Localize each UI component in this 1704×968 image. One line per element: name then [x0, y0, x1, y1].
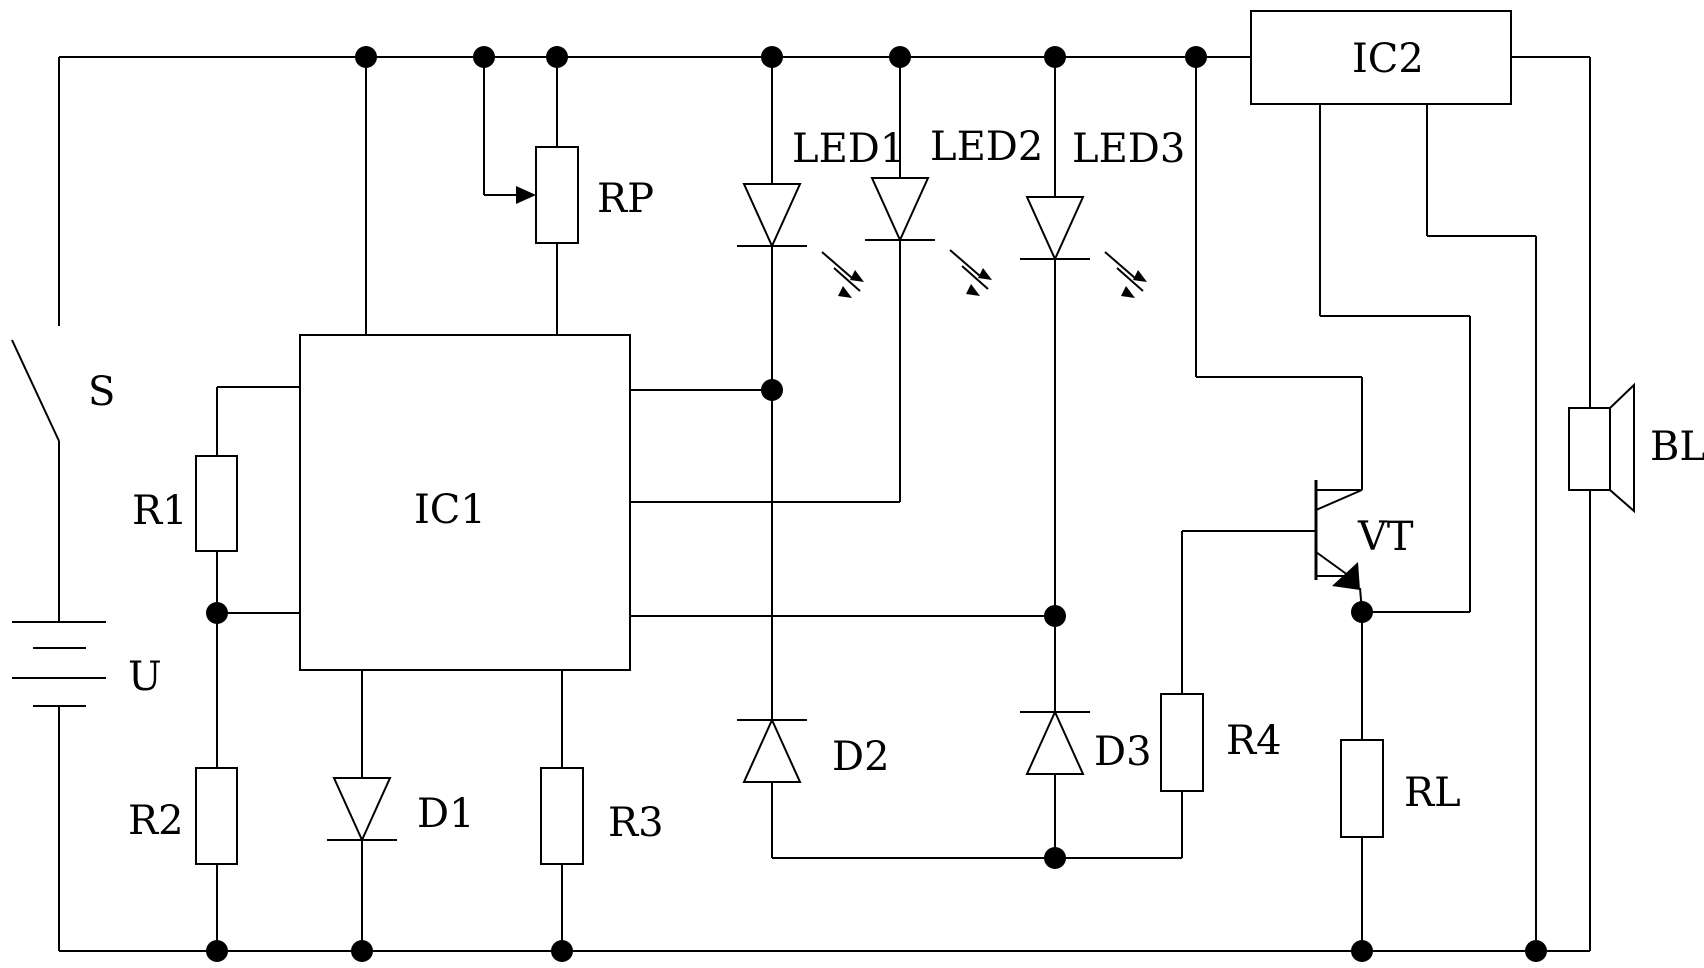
wiper-arrow-icon	[516, 186, 536, 204]
ic1: IC1	[299, 334, 631, 671]
resistor-r4: R4	[1160, 693, 1282, 792]
led2-label: LED2	[930, 124, 1043, 170]
resistor-r2: R2	[128, 767, 238, 865]
led-led2: LED2	[865, 124, 1043, 296]
r1-label: R1	[132, 488, 188, 534]
diode-d3: D3	[1020, 709, 1152, 775]
diode-d2: D2	[737, 717, 890, 783]
potentiometer-rp: RP	[516, 146, 654, 244]
bl-label: BL	[1650, 424, 1704, 470]
r2-label: R2	[128, 798, 184, 844]
d2-label: D2	[832, 734, 890, 780]
diode-d1: D1	[327, 777, 475, 843]
wires	[58, 56, 1591, 952]
led1-label: LED1	[792, 126, 905, 172]
light-rays-icon	[949, 249, 992, 296]
rp-label: RP	[597, 176, 654, 222]
switch-s: S	[11, 339, 115, 442]
led3-label: LED3	[1072, 126, 1185, 172]
resistor-r1: R1	[132, 455, 238, 552]
d1-label: D1	[417, 791, 475, 837]
led-led1: LED1	[737, 126, 905, 298]
d3-label: D3	[1094, 729, 1152, 775]
battery-label: U	[128, 654, 162, 700]
resistor-r3: R3	[540, 767, 664, 865]
led-led3: LED3	[1020, 126, 1185, 298]
resistor-rl: RL	[1340, 739, 1461, 838]
speaker-bl: BL	[1568, 382, 1704, 514]
battery-u: U	[12, 621, 162, 707]
light-rays-icon	[821, 251, 864, 298]
light-rays-icon	[1104, 251, 1147, 298]
transistor-vt: VT	[1314, 480, 1414, 590]
switch-label: S	[88, 369, 115, 415]
ic1-label: IC1	[414, 487, 486, 533]
ic2: IC2	[1250, 10, 1512, 105]
r4-label: R4	[1226, 718, 1282, 764]
junction-dots	[206, 46, 1547, 962]
r3-label: R3	[608, 800, 664, 846]
vt-label: VT	[1357, 514, 1414, 560]
emitter-arrow-icon	[1332, 562, 1360, 590]
ic2-label: IC2	[1352, 36, 1424, 82]
rl-label: RL	[1404, 770, 1461, 816]
